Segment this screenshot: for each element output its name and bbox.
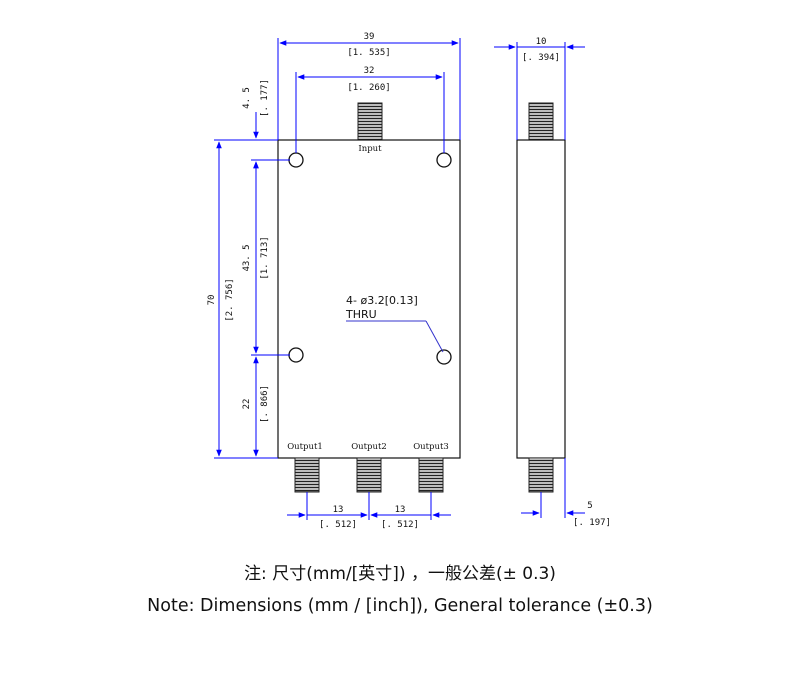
front-body-outline bbox=[277, 139, 461, 459]
side-bottom-connector bbox=[528, 457, 554, 493]
dimension-lines bbox=[214, 38, 585, 520]
hole-callout-thru: THRU bbox=[345, 308, 377, 321]
dim-70-mm: 70 bbox=[207, 295, 217, 306]
hole-callout-size: 4- ø3.2[0.13] bbox=[346, 294, 418, 307]
dim-43.5-mm: 43. 5 bbox=[242, 244, 252, 271]
dim-13-inch-a: [. 512] bbox=[319, 520, 357, 530]
side-view bbox=[516, 102, 566, 493]
dim-13-mm-a: 13 bbox=[333, 505, 344, 515]
mounting-hole bbox=[436, 152, 452, 168]
dim-39-inch: [1. 535] bbox=[347, 48, 390, 58]
dimension-labels: 39 [1. 535] 32 [1. 260] 10 [. 394] 4. 5 … bbox=[207, 32, 611, 530]
dim-39-mm: 39 bbox=[364, 32, 375, 42]
dim-5-inch: [. 197] bbox=[573, 518, 611, 528]
output2-label: Output2 bbox=[351, 442, 387, 452]
note-chinese: 注: 尺寸(mm/[英寸]) ，一般公差(± 0.3) bbox=[244, 564, 556, 584]
input-connector bbox=[357, 102, 383, 141]
dim-43.5-inch: [1. 713] bbox=[260, 236, 270, 279]
output-connector-2 bbox=[356, 457, 382, 493]
note-english: Note: Dimensions (mm / [inch]), General … bbox=[147, 596, 653, 616]
output1-label: Output1 bbox=[287, 442, 323, 452]
output-connector-1 bbox=[294, 457, 320, 493]
mounting-hole bbox=[288, 347, 304, 363]
dim-32-inch: [1. 260] bbox=[347, 83, 390, 93]
dim-13-inch-b: [. 512] bbox=[381, 520, 419, 530]
output-connector-3 bbox=[418, 457, 444, 493]
mounting-hole bbox=[436, 349, 452, 365]
side-top-connector bbox=[528, 102, 554, 141]
input-label: Input bbox=[358, 144, 382, 154]
side-body-outline bbox=[516, 139, 566, 459]
front-view: Input Output1 Output2 Output3 4- ø3.2[0.… bbox=[277, 102, 461, 493]
dim-22-inch: [. 866] bbox=[260, 385, 270, 423]
hole-callout: 4- ø3.2[0.13] THRU bbox=[345, 294, 444, 353]
dim-5-mm: 5 bbox=[587, 501, 592, 511]
dim-32-mm: 32 bbox=[364, 66, 375, 76]
dim-13-mm-b: 13 bbox=[395, 505, 406, 515]
dim-70-inch: [2. 756] bbox=[225, 278, 235, 321]
dim-10-inch: [. 394] bbox=[522, 53, 560, 63]
dim-4.5-mm: 4. 5 bbox=[242, 87, 252, 109]
dim-22-mm: 22 bbox=[242, 399, 252, 410]
mounting-hole bbox=[288, 152, 304, 168]
dim-10-mm: 10 bbox=[536, 37, 547, 47]
output3-label: Output3 bbox=[413, 442, 449, 452]
dim-4.5-inch: [. 177] bbox=[260, 79, 270, 117]
